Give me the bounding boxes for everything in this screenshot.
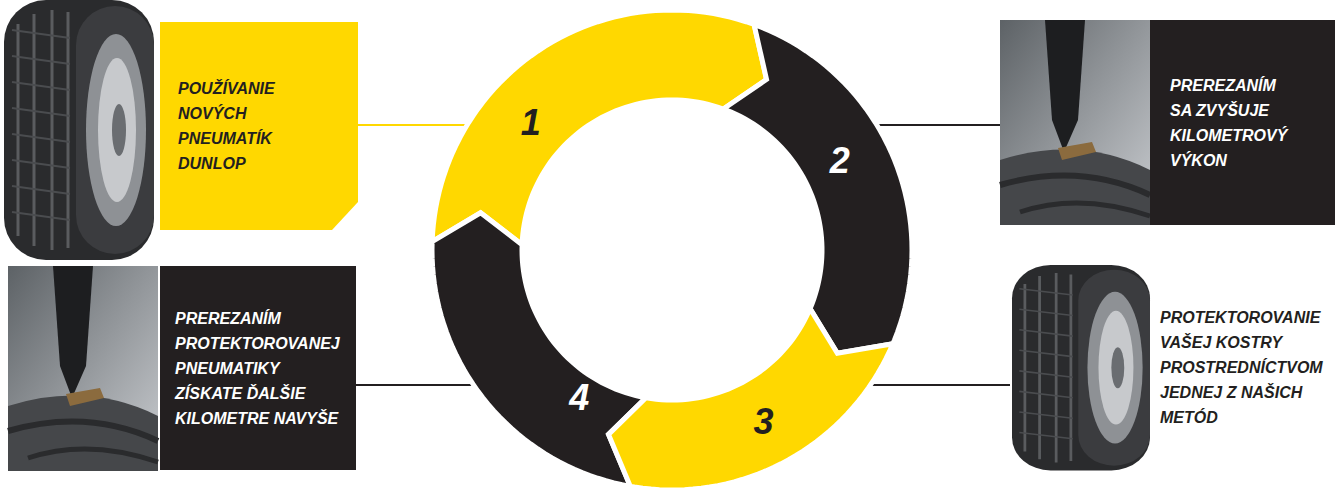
retread-tire-picture	[1012, 265, 1150, 470]
new-tire-picture	[4, 0, 154, 260]
cycle-arrow-fill	[609, 309, 893, 490]
step-number: 4	[569, 378, 589, 418]
cycle-arrow-fill	[432, 10, 766, 245]
cycle-step-arrow: 2	[719, 20, 916, 358]
leader-connector	[868, 384, 1010, 386]
leader-connector	[358, 124, 469, 126]
leader-connector	[356, 384, 476, 386]
callout-text-block: POUŽÍVANIE NOVÝCH PNEUMATÍK DUNLOP	[178, 76, 290, 176]
regrooving-photo	[1000, 20, 1150, 225]
step-text: PREREZANÍM PROTEKTOROVANEJ PNEUMATIKY ZÍ…	[175, 306, 347, 431]
step-callout: PREREZANÍM SA ZVYŠUJE KILOMETROVÝ VÝKON	[1000, 20, 1335, 225]
step-number: 2	[830, 141, 850, 181]
step-number: 1	[521, 103, 541, 143]
cycle-arrow-fill	[723, 24, 912, 353]
step-callout: PREREZANÍM PROTEKTOROVANEJ PNEUMATIKY ZÍ…	[8, 266, 356, 470]
callout-panel	[1000, 20, 1335, 225]
cycle-arrow-shape	[604, 304, 897, 494]
callout-text-block: PREREZANÍM SA ZVYŠUJE KILOMETROVÝ VÝKON	[1170, 73, 1294, 173]
regrooving-photo	[8, 266, 158, 471]
callout-panel-fill	[160, 22, 358, 230]
step-text: PREREZANÍM SA ZVYŠUJE KILOMETROVÝ VÝKON	[1170, 73, 1294, 173]
step-text: PROTEKTOROVANIE VAŠEJ KOSTRY PROSTREDNÍC…	[1160, 305, 1328, 430]
leader-connector	[875, 124, 1000, 126]
callout-panel-fill	[160, 266, 356, 470]
cycle-arrow-shape	[719, 20, 916, 358]
callout-text-block: PREREZANÍM PROTEKTOROVANEJ PNEUMATIKY ZÍ…	[175, 306, 347, 431]
callout-panel-fill	[1150, 20, 1335, 225]
callout-text-block: PROTEKTOROVANIE VAŠEJ KOSTRY PROSTREDNÍC…	[1160, 305, 1328, 430]
callout-panel	[0, 22, 358, 230]
step-callout: POUŽÍVANIE NOVÝCH PNEUMATÍK DUNLOP	[0, 22, 358, 230]
step-callout: PROTEKTOROVANIE VAŠEJ KOSTRY PROSTREDNÍC…	[1010, 265, 1330, 470]
step-number: 3	[754, 402, 774, 442]
step-text: POUŽÍVANIE NOVÝCH PNEUMATÍK DUNLOP	[178, 76, 290, 176]
cycle-step-arrow: 3	[604, 304, 897, 494]
